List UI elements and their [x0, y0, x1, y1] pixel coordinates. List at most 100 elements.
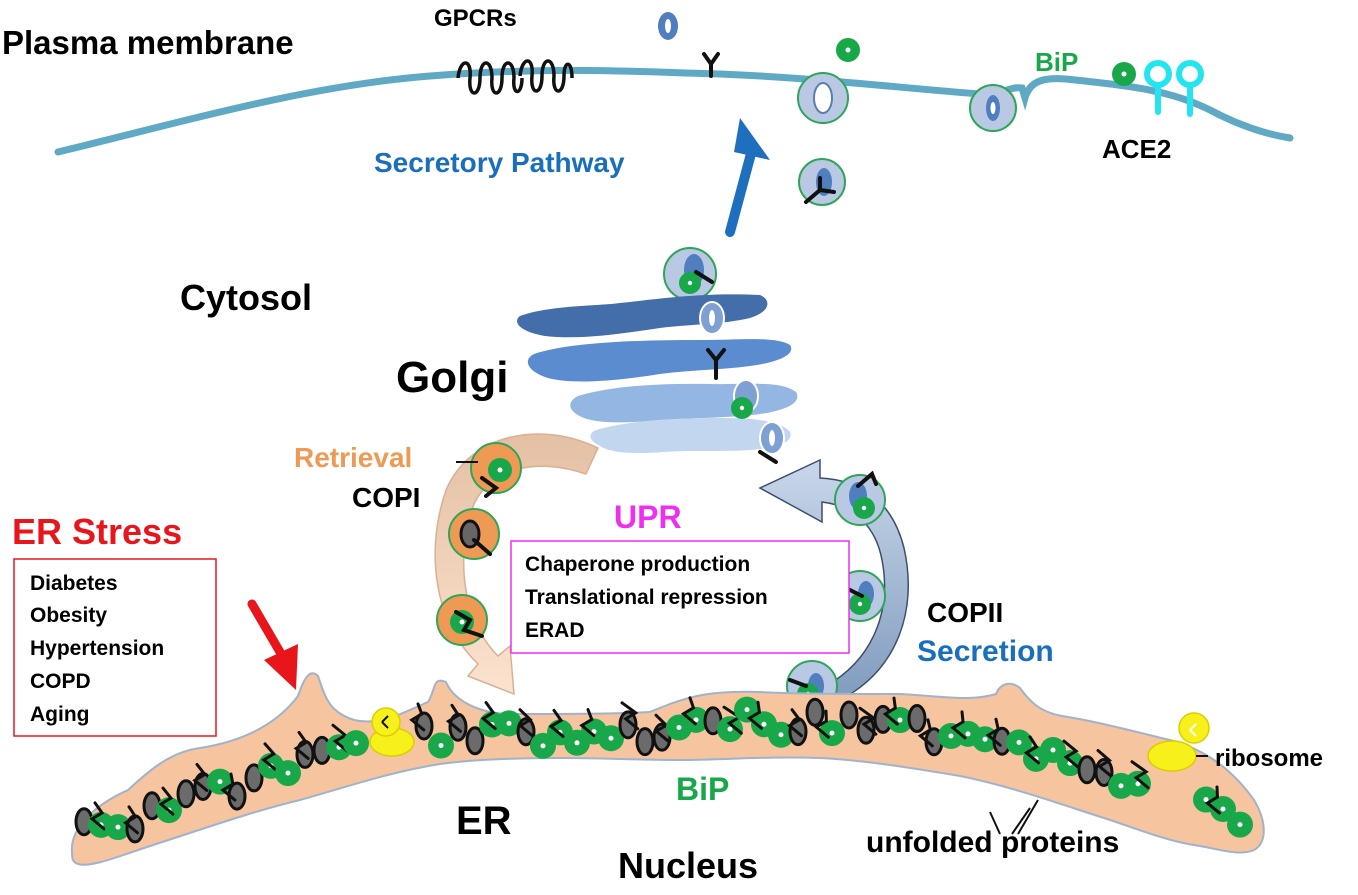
copi-vesicle-2-icon [448, 508, 500, 560]
bip-chaperone-center [744, 707, 750, 713]
unfolded-chain-icon [445, 703, 462, 733]
bip-chaperone-center [115, 824, 121, 830]
golgi-y-receptor [706, 348, 726, 380]
golgi-cisterna-3 [570, 383, 798, 423]
er-label: ER [456, 799, 512, 843]
unfolded-chain-icon [1023, 735, 1040, 765]
er-stress-item-1: Diabetes [30, 572, 118, 595]
golgi-label: Golgi [396, 353, 508, 402]
bip-chaperone-center [829, 730, 835, 736]
unfolded-protein-icon [176, 779, 196, 809]
unfolded-chain-icon [293, 730, 310, 760]
upr-label: UPR [614, 499, 682, 535]
unfolded-chain-icon [220, 772, 237, 802]
er-stress-item-2: Obesity [30, 604, 107, 627]
unfolded-chain-icon [261, 742, 278, 772]
unfolded-chain-icon [548, 708, 565, 738]
unfolded-chain-icon [579, 707, 596, 737]
unfolded-chain-icon [192, 762, 209, 792]
bip-chaperone-center [1220, 806, 1226, 812]
secretory-pathway-arrow [725, 118, 770, 237]
unfolded-chain-icon [331, 723, 349, 753]
upr-line-1: Chaperone production [525, 553, 750, 576]
nucleus-label: Nucleus [618, 845, 758, 886]
unfolded-chain-icon [786, 708, 804, 738]
copii-vesicle-1-icon [834, 470, 886, 526]
bip-chaperone-center [948, 733, 954, 739]
bip-chaperone-center [1016, 739, 1022, 745]
unfolded-chain-icon [680, 696, 697, 726]
unfolded-chain-icon [122, 805, 140, 835]
bip-top-label: BiP [1035, 47, 1078, 77]
unfolded-protein-icon [414, 711, 434, 741]
secretory-vesicle-icon [798, 158, 846, 206]
copi-label: COPI [352, 482, 420, 513]
ribosome-left-icon [369, 707, 415, 757]
copi-vesicle-3-icon [436, 594, 488, 646]
bip-chaperone-center [1237, 822, 1243, 828]
unfolded-chain-icon [950, 710, 967, 740]
bip-bottom-label: BiP [676, 771, 729, 807]
bip-ace2-dot-icon [1112, 62, 1136, 86]
unfolded-chain-icon [409, 702, 426, 732]
bip-chaperone-center [1203, 797, 1209, 803]
er-stress-item-3: Hypertension [30, 637, 164, 660]
unfolded-protein-icon [635, 727, 655, 757]
golgi-vesicle-3-icon [758, 421, 785, 464]
bip-membrane-dot-icon [836, 38, 860, 62]
ace2-label: ACE2 [1102, 134, 1171, 164]
unfolded-protein-icon [805, 697, 825, 727]
bip-chaperone-center [1118, 783, 1124, 789]
unfolded-chain-icon [653, 713, 670, 743]
unfolded-chain-icon [746, 700, 763, 730]
bip-chaperone-center [982, 736, 988, 742]
unfolded-chain-icon [480, 701, 497, 731]
ribosome-right-icon [1147, 712, 1210, 772]
unfolded-chain-icon [89, 801, 106, 831]
golgi-cisterna-1 [517, 294, 768, 338]
bip-chaperone-center [217, 779, 223, 785]
unfolded-chain-icon [917, 718, 934, 748]
gpcrs-label: GPCRs [434, 5, 517, 32]
golgi-cisterna-4 [590, 418, 791, 454]
bip-chaperone-center [285, 770, 291, 776]
golgi-top-vesicle-icon [663, 247, 717, 301]
upr-line-2: Translational repression [525, 586, 768, 609]
bip-chaperone-center [506, 720, 512, 726]
unfolded-chain-icon [620, 701, 640, 731]
unfolded-chain-icon [985, 717, 1002, 747]
retrieval-label: Retrieval [294, 442, 412, 473]
er-stress-label: ER Stress [12, 511, 182, 552]
copii-label: COPII [927, 597, 1003, 628]
unfolded-chain-icon [882, 696, 899, 726]
unfolded-chain-icon [813, 709, 830, 739]
golgi-stack [517, 294, 798, 464]
unfolded-chain-icon [858, 706, 878, 736]
bip-chaperone-center [897, 717, 903, 723]
upr-box [510, 540, 850, 654]
bip-chaperone-center [1050, 747, 1056, 753]
er-stress-item-5: Aging [30, 703, 89, 726]
golgi-cisterna-2 [527, 339, 792, 382]
ribosome-label: ribosome [1215, 745, 1323, 772]
unfolded-protein-icon [465, 726, 485, 756]
bip-chaperone-center [574, 740, 580, 746]
unfolded-chain-icon [722, 705, 743, 735]
bip-chaperone-center [1135, 781, 1141, 787]
er-proteins-layer [74, 696, 1253, 844]
bip-chaperone-center [761, 721, 767, 727]
er-stress-arrow [247, 599, 298, 690]
unfolded-chain-icon [1096, 748, 1113, 778]
golgi-vesicle-1-icon [699, 301, 725, 335]
ace2-receptor-icon [1144, 60, 1204, 117]
unfolded-chain-icon [1204, 785, 1221, 815]
bip-chaperone-center [693, 717, 699, 723]
cytosol-label: Cytosol [180, 277, 312, 318]
blue-vesicle-top-icon [658, 12, 678, 40]
unfolded-chain-icon [1130, 760, 1150, 790]
bip-chaperone-center [676, 725, 682, 731]
unfolded-chain-icon [1062, 739, 1080, 769]
fusing-vesicle-2-icon [969, 84, 1017, 132]
unfolded-protein-icon [907, 703, 927, 733]
